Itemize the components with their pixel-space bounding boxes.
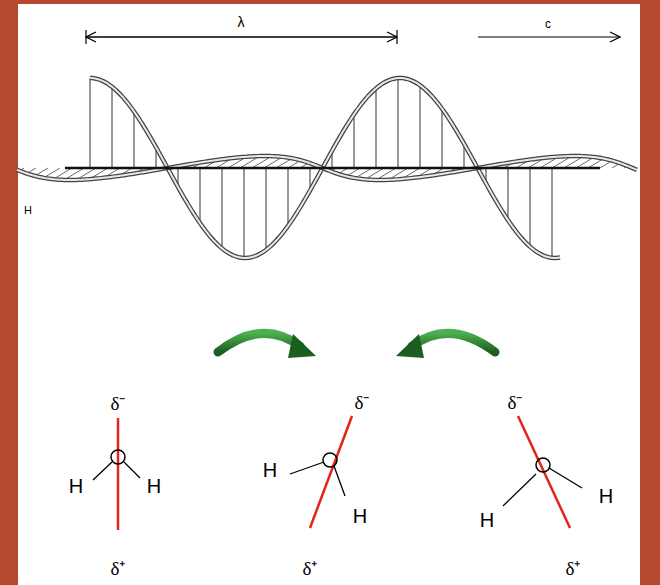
partial-charge: δ⁺ xyxy=(303,559,318,578)
hatch-line xyxy=(552,168,553,258)
hatch-line xyxy=(244,168,245,258)
hatch-line xyxy=(134,111,135,168)
propagation-axis xyxy=(65,167,600,170)
atom-label: H xyxy=(353,506,367,526)
water-molecule xyxy=(93,418,140,530)
partial-charge: δ⁺ xyxy=(111,559,126,578)
wavelength-arrow xyxy=(86,36,397,37)
atom-label: H xyxy=(147,476,161,496)
partial-charge: δ⁻ xyxy=(508,393,523,412)
rotation-arrow xyxy=(218,333,300,352)
water-molecule xyxy=(290,416,352,528)
hatch-line xyxy=(508,168,509,220)
hatch-line xyxy=(398,78,399,168)
background-panel xyxy=(18,4,640,585)
speed-symbol: c xyxy=(545,18,551,30)
water-molecule xyxy=(503,416,582,528)
wave-ribbon xyxy=(17,156,637,180)
atom-label: H xyxy=(263,460,277,480)
hatch-line xyxy=(442,109,443,168)
hatch-line xyxy=(288,168,289,226)
partial-charge: δ⁺ xyxy=(566,559,581,578)
hatch-line xyxy=(530,168,531,247)
atom-label: H xyxy=(69,476,83,496)
field-label: H xyxy=(24,205,32,216)
rotation-arrow-head xyxy=(288,334,316,358)
wavelength-tick xyxy=(396,30,397,44)
hatch-line xyxy=(200,168,201,223)
hatch-line xyxy=(420,85,421,168)
hatch-line xyxy=(222,168,223,248)
hatch-line xyxy=(376,88,377,168)
rotation-arrow xyxy=(412,333,495,352)
hatch-line xyxy=(112,87,113,168)
wave-ribbon xyxy=(17,156,637,180)
partial-charge: δ⁻ xyxy=(111,394,126,413)
rotation-arrow-head xyxy=(396,334,424,358)
wave-curves xyxy=(17,78,637,258)
speed-arrow xyxy=(478,36,620,37)
partial-charge: δ⁻ xyxy=(355,393,370,412)
atom-label: H xyxy=(480,510,494,530)
wavelength-tick xyxy=(85,30,86,44)
hatch-line xyxy=(266,168,267,250)
atom-label: H xyxy=(599,486,613,506)
wavelength-symbol: λ xyxy=(238,15,245,29)
hatch-line xyxy=(354,114,355,168)
hatch-line xyxy=(90,78,91,168)
